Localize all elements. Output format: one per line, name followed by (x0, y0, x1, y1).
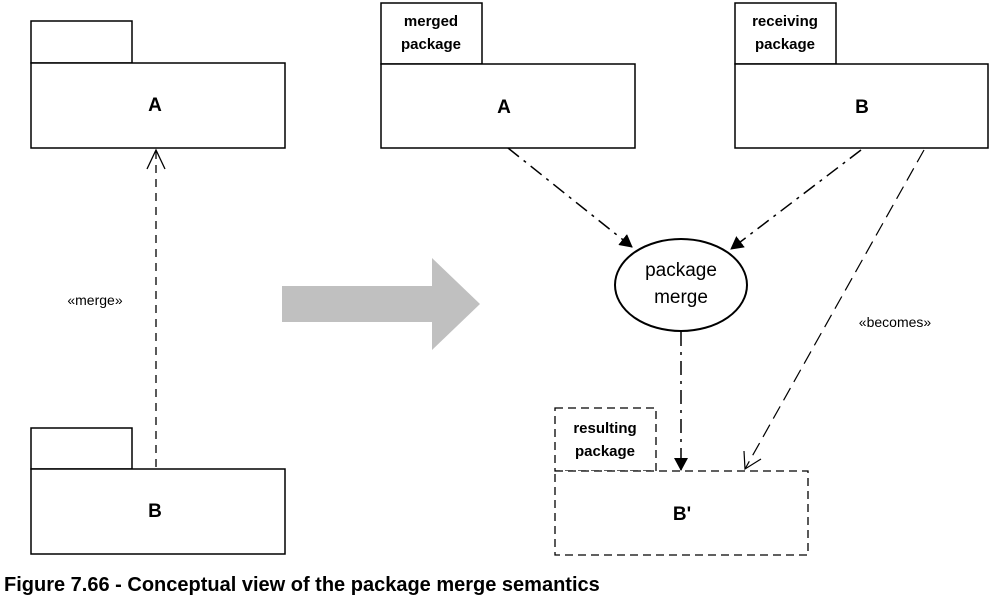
resulting-package-tab (554, 407, 657, 472)
figure-caption: Figure 7.66 - Conceptual view of the pac… (4, 574, 600, 596)
left-package-b-tab (30, 427, 133, 470)
resulting-package-body (554, 470, 809, 556)
left-package-b-body (30, 468, 286, 555)
left-package-b-name: B (148, 501, 162, 522)
resulting-package-name: B' (673, 504, 691, 525)
merged-package-body (380, 63, 636, 149)
left-package-b: B (30, 427, 286, 555)
left-package-a: A (30, 20, 286, 149)
becomes-dependency-line (744, 149, 925, 470)
package-merge-ellipse (614, 238, 748, 332)
flow-receiving-to-merge (730, 149, 862, 250)
resulting-package-tab-line1: resulting (573, 420, 636, 437)
receiving-package-tab-line1: receiving (752, 13, 818, 30)
left-package-a-name: A (148, 95, 162, 116)
left-package-a-tab (30, 20, 133, 64)
left-package-a-body (30, 62, 286, 149)
becomes-dependency-arrow (743, 149, 925, 471)
receiving-package-body (734, 63, 989, 149)
merged-package-name: A (497, 97, 511, 118)
merge-stereotype-label: «merge» (67, 292, 122, 308)
resulting-package: resulting package B' (554, 407, 809, 556)
merged-package-tab-line2: package (401, 36, 461, 53)
becomes-stereotype-label: «becomes» (859, 314, 932, 330)
merge-dependency-arrow (146, 148, 166, 467)
merge-dependency-arrowhead (146, 148, 166, 170)
package-merge-process: package merge (614, 238, 748, 332)
merged-package: merged package A (380, 2, 636, 149)
merged-package-tab-line1: merged (404, 13, 458, 30)
receiving-package: receiving package B (734, 2, 989, 149)
transform-arrow (282, 258, 480, 350)
flow-merged-to-merge (507, 147, 633, 248)
receiving-package-name: B (855, 97, 869, 118)
becomes-dependency-arrowhead (743, 450, 762, 471)
merged-package-tab (380, 2, 483, 65)
package-merge-line1: package (645, 260, 717, 281)
package-merge-line2: merge (654, 287, 708, 308)
resulting-package-tab-line2: package (575, 443, 635, 460)
receiving-package-tab-line2: package (755, 36, 815, 53)
